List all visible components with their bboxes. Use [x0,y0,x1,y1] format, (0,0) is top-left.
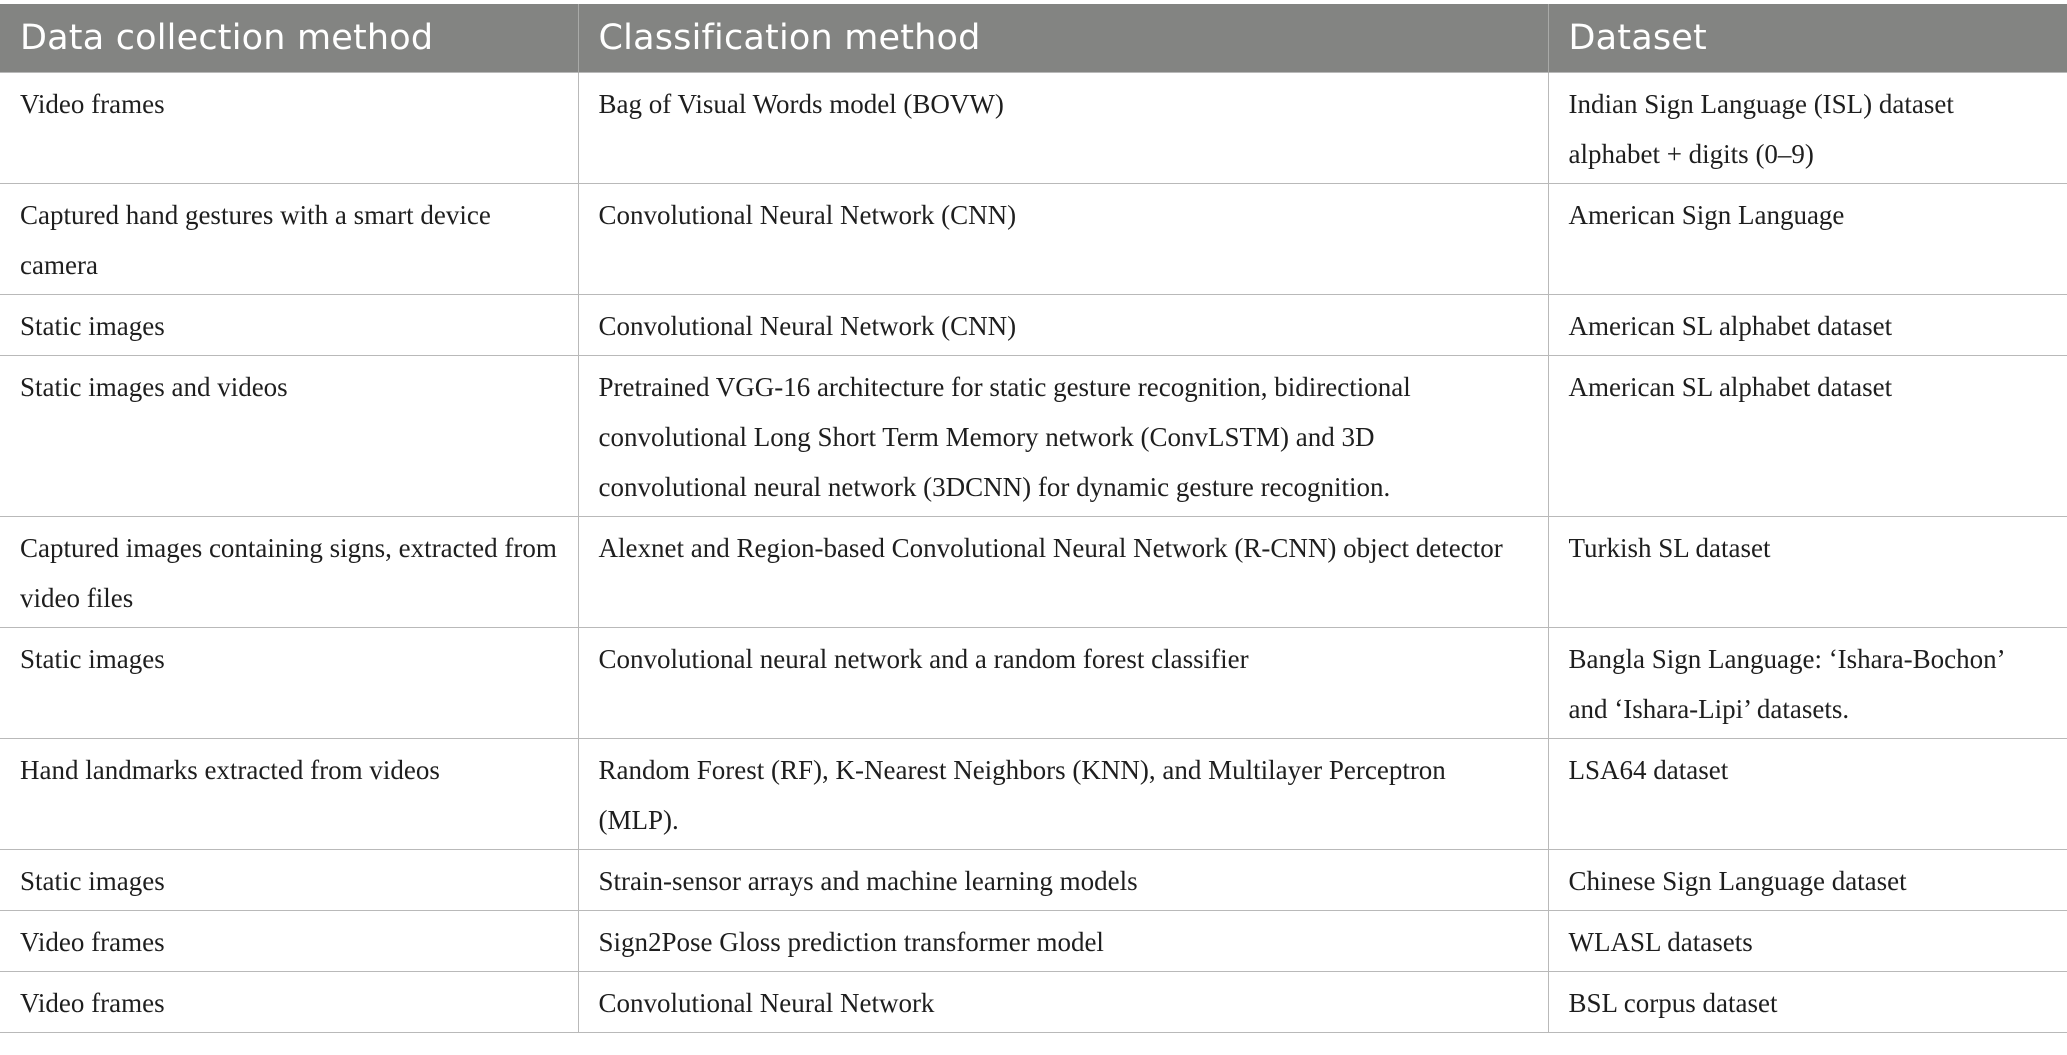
header-dataset: Dataset [1548,4,2067,73]
table-row: Captured hand gestures with a smart devi… [0,183,2067,295]
header-classification-method: Classification method [578,4,1549,73]
cell-data-collection-method: Hand landmarks extracted from videos [0,738,579,850]
cell-classification-method: Strain-sensor arrays and machine learnin… [578,849,1549,911]
header-data-collection-method: Data collection method [0,4,579,73]
cell-dataset: Turkish SL dataset [1548,516,2067,628]
cell-classification-method: Convolutional Neural Network (CNN) [578,294,1549,356]
cell-classification-method: Convolutional neural network and a rando… [578,627,1549,739]
cell-data-collection-method: Video frames [0,72,579,184]
methods-table-container: Data collection method Classification me… [0,4,2067,1033]
cell-dataset: American Sign Language [1548,183,2067,295]
cell-data-collection-method: Static images [0,849,579,911]
cell-classification-method: Pretrained VGG-16 architecture for stati… [578,355,1549,517]
cell-dataset: American SL alphabet dataset [1548,294,2067,356]
cell-dataset: LSA64 dataset [1548,738,2067,850]
cell-data-collection-method: Captured hand gestures with a smart devi… [0,183,579,295]
cell-data-collection-method: Captured images containing signs, extrac… [0,516,579,628]
cell-data-collection-method: Video frames [0,971,579,1033]
cell-classification-method: Convolutional Neural Network [578,971,1549,1033]
cell-dataset: BSL corpus dataset [1548,971,2067,1033]
cell-classification-method: Sign2Pose Gloss prediction transformer m… [578,910,1549,972]
table-row: Captured images containing signs, extrac… [0,516,2067,628]
cell-data-collection-method: Static images [0,627,579,739]
cell-classification-method: Bag of Visual Words model (BOVW) [578,72,1549,184]
cell-dataset: Bangla Sign Language: ‘Ishara-Bochon’ an… [1548,627,2067,739]
cell-data-collection-method: Video frames [0,910,579,972]
cell-data-collection-method: Static images [0,294,579,356]
methods-table: Data collection method Classification me… [0,4,2067,1033]
cell-classification-method: Convolutional Neural Network (CNN) [578,183,1549,295]
cell-dataset: American SL alphabet dataset [1548,355,2067,517]
cell-classification-method: Alexnet and Region-based Convolutional N… [578,516,1549,628]
cell-dataset: Indian Sign Language (ISL) dataset alpha… [1548,72,2067,184]
table-header: Data collection method Classification me… [0,4,2067,73]
header-row: Data collection method Classification me… [0,4,2067,73]
cell-dataset: Chinese Sign Language dataset [1548,849,2067,911]
cell-dataset: WLASL datasets [1548,910,2067,972]
cell-classification-method: Random Forest (RF), K-Nearest Neighbors … [578,738,1549,850]
cell-data-collection-method: Static images and videos [0,355,579,517]
